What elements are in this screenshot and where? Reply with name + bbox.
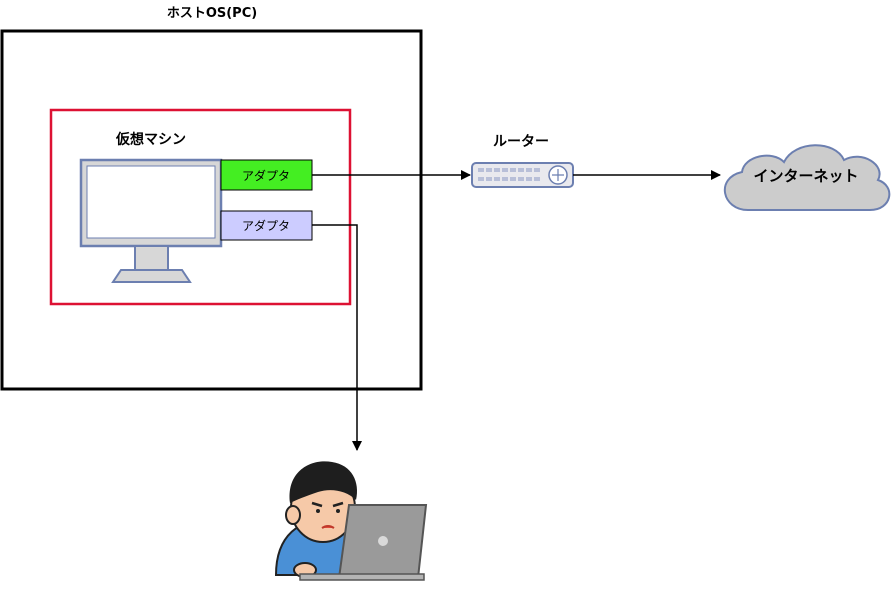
router-label: ルーター: [493, 134, 549, 150]
connector-adapter-user: [312, 224, 362, 451]
adapter-1-label: アダプタ: [242, 168, 290, 183]
cloud-icon: [723, 144, 891, 211]
internet-label: インターネット: [753, 167, 858, 185]
host-os-box: [0, 29, 423, 391]
adapter-2-box: [220, 210, 313, 241]
host-os-label: ホストOS(PC): [167, 6, 257, 21]
adapter-1: アダプタ: [220, 159, 313, 191]
adapter-2: アダプタ: [220, 210, 313, 241]
user-with-laptop-icon: [274, 461, 428, 581]
adapter-2-label: アダプタ: [242, 218, 290, 233]
monitor-icon: [79, 158, 223, 283]
router-icon: [471, 162, 574, 188]
vm-box: [49, 108, 352, 306]
vm-label: 仮想マシン: [115, 131, 186, 148]
adapter-1-box: [220, 159, 313, 191]
